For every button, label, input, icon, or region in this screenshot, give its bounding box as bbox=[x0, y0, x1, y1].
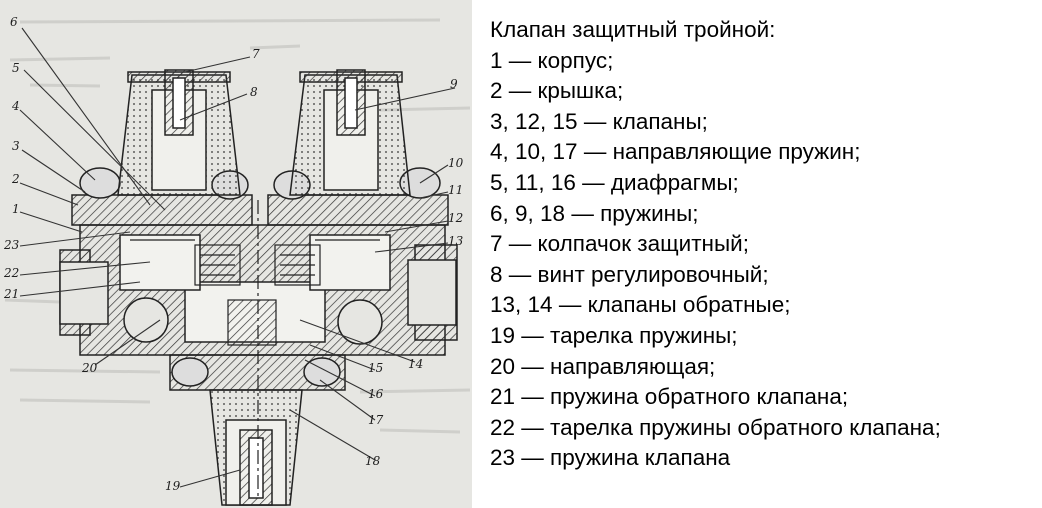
callout-6: 6 bbox=[10, 15, 18, 29]
legend-item: 2 — крышка; bbox=[490, 76, 1035, 107]
valve-cross-section-drawing: 6 5 4 3 2 1 23 22 21 7 8 9 10 11 12 13 1… bbox=[0, 0, 472, 508]
legend-item: 5, 11, 16 — диафрагмы; bbox=[490, 168, 1035, 199]
cover-plates bbox=[71, 167, 449, 226]
legend-item-number: 6, 9, 18 bbox=[490, 200, 566, 226]
legend-item-text: — клапаны; bbox=[583, 108, 708, 134]
legend-item: 19 — тарелка пружины; bbox=[490, 321, 1035, 352]
callout-3: 3 bbox=[12, 139, 20, 153]
legend-items: 1 — корпус; 2 — крышка; 3, 12, 15 — клап… bbox=[490, 46, 1035, 474]
callout-19: 19 bbox=[165, 479, 181, 493]
callout-5: 5 bbox=[12, 61, 20, 75]
callout-4: 4 bbox=[11, 99, 20, 113]
callout-1: 1 bbox=[12, 202, 20, 216]
callout-23: 23 bbox=[3, 238, 20, 252]
legend-item-number: 20 bbox=[490, 353, 516, 379]
legend-item-number: 23 bbox=[490, 445, 516, 471]
callout-8: 8 bbox=[250, 85, 258, 99]
inner-valves bbox=[130, 200, 380, 500]
callout-17: 17 bbox=[368, 413, 384, 427]
legend-item-text: — крышка; bbox=[508, 78, 624, 104]
legend-item-text: — направляющая; bbox=[521, 353, 716, 379]
legend-item: 13, 14 — клапаны обратные; bbox=[490, 290, 1035, 321]
legend-item-number: 2 bbox=[490, 78, 503, 104]
legend-item-number: 7 bbox=[490, 231, 503, 257]
legend-title: Клапан защитный тройной: bbox=[490, 17, 776, 42]
legend-item-text: — тарелка пружины; bbox=[521, 322, 738, 348]
legend-item: 23 — пружина клапана bbox=[490, 443, 1035, 474]
legend-item-number: 8 bbox=[490, 261, 503, 287]
legend-item-number: 13, 14 bbox=[490, 292, 553, 318]
callout-7: 7 bbox=[252, 47, 260, 61]
leader-lines bbox=[19, 27, 456, 488]
legend-item-number: 1 bbox=[490, 47, 503, 73]
legend-item-text: — диафрагмы; bbox=[582, 169, 739, 195]
right-spring-cap bbox=[289, 69, 411, 196]
callout-13: 13 bbox=[448, 234, 464, 248]
legend-item-number: 19 bbox=[490, 322, 516, 348]
callout-9: 9 bbox=[450, 77, 458, 91]
callout-2: 2 bbox=[11, 172, 20, 186]
legend-item: 22 — тарелка пружины обратного клапана; bbox=[490, 413, 1035, 444]
legend-item-text: — тарелка пружины обратного клапана; bbox=[521, 414, 941, 440]
callout-12: 12 bbox=[448, 211, 463, 225]
housing-body bbox=[59, 224, 458, 356]
legend-item: 7 — колпачок защитный; bbox=[490, 229, 1035, 260]
callout-11: 11 bbox=[448, 183, 463, 197]
legend-item: 1 — корпус; bbox=[490, 46, 1035, 77]
callout-22: 22 bbox=[3, 266, 19, 280]
legend-item-text: — направляющие пружин; bbox=[583, 139, 861, 165]
background-scan-texture bbox=[4, 18, 471, 434]
legend-item-text: — пружина обратного клапана; bbox=[521, 384, 849, 410]
legend-item-text: — пружины; bbox=[571, 200, 699, 226]
legend-item: 4, 10, 17 — направляющие пружин; bbox=[490, 137, 1035, 168]
parts-legend: Клапан защитный тройной: 1 — корпус; 2 —… bbox=[490, 15, 1035, 474]
legend-item-text: — корпус; bbox=[508, 47, 614, 73]
legend-item-text: — пружина клапана bbox=[521, 445, 731, 471]
legend-item-number: 5, 11, 16 bbox=[490, 169, 576, 195]
valve-sectional-view: 6 5 4 3 2 1 23 22 21 7 8 9 10 11 12 13 1… bbox=[3, 15, 471, 506]
legend-item-text: — винт регулировочный; bbox=[508, 261, 769, 287]
legend-item-number: 3, 12, 15 bbox=[490, 108, 578, 134]
legend-item: 21 — пружина обратного клапана; bbox=[490, 382, 1035, 413]
legend-item: 6, 9, 18 — пружины; bbox=[490, 199, 1035, 230]
callout-14: 14 bbox=[408, 357, 423, 371]
legend-item-number: 22 bbox=[490, 414, 516, 440]
legend-item-number: 21 bbox=[490, 384, 516, 410]
callout-21: 21 bbox=[3, 287, 19, 301]
callout-20: 20 bbox=[81, 361, 98, 375]
legend-item-text: — колпачок защитный; bbox=[508, 231, 749, 257]
callout-18: 18 bbox=[365, 454, 381, 468]
callout-15: 15 bbox=[368, 361, 383, 375]
legend-item: 3, 12, 15 — клапаны; bbox=[490, 107, 1035, 138]
left-spring-cap bbox=[117, 69, 241, 196]
legend-item-number: 4, 10, 17 bbox=[490, 139, 578, 165]
legend-item: 20 — направляющая; bbox=[490, 352, 1035, 383]
legend-item: 8 — винт регулировочный; bbox=[490, 260, 1035, 291]
callout-16: 16 bbox=[368, 387, 384, 401]
callout-10: 10 bbox=[448, 156, 464, 170]
legend-item-text: — клапаны обратные; bbox=[558, 292, 791, 318]
callout-numbers: 6 5 4 3 2 1 23 22 21 7 8 9 10 11 12 13 1… bbox=[3, 15, 464, 493]
